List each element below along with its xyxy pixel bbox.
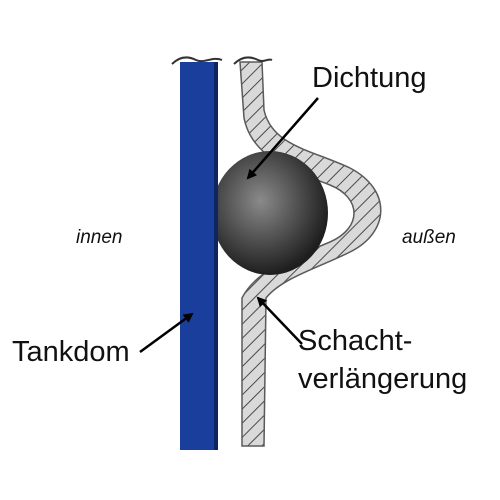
tank-dome-wall bbox=[180, 62, 218, 450]
seal-label: Dichtung bbox=[312, 62, 427, 94]
arrow-shaft-extension bbox=[256, 296, 303, 345]
tank-dome-label: Tankdom bbox=[12, 336, 130, 368]
arrow-seal bbox=[246, 97, 319, 180]
break-line-tank-dome bbox=[171, 56, 223, 65]
break-line-shaft bbox=[233, 56, 273, 65]
arrow-tank-dome bbox=[139, 312, 194, 354]
shaft-extension-label: Schacht- verlängerung bbox=[298, 322, 467, 398]
outside-label: außen bbox=[402, 227, 456, 248]
shaft-extension-label-line1: Schacht- bbox=[298, 325, 413, 357]
seal-ball bbox=[212, 151, 328, 275]
tank-dome-edge bbox=[214, 62, 218, 450]
shaft-extension-label-line2: verlängerung bbox=[298, 363, 468, 395]
inside-label: innen bbox=[76, 227, 123, 248]
